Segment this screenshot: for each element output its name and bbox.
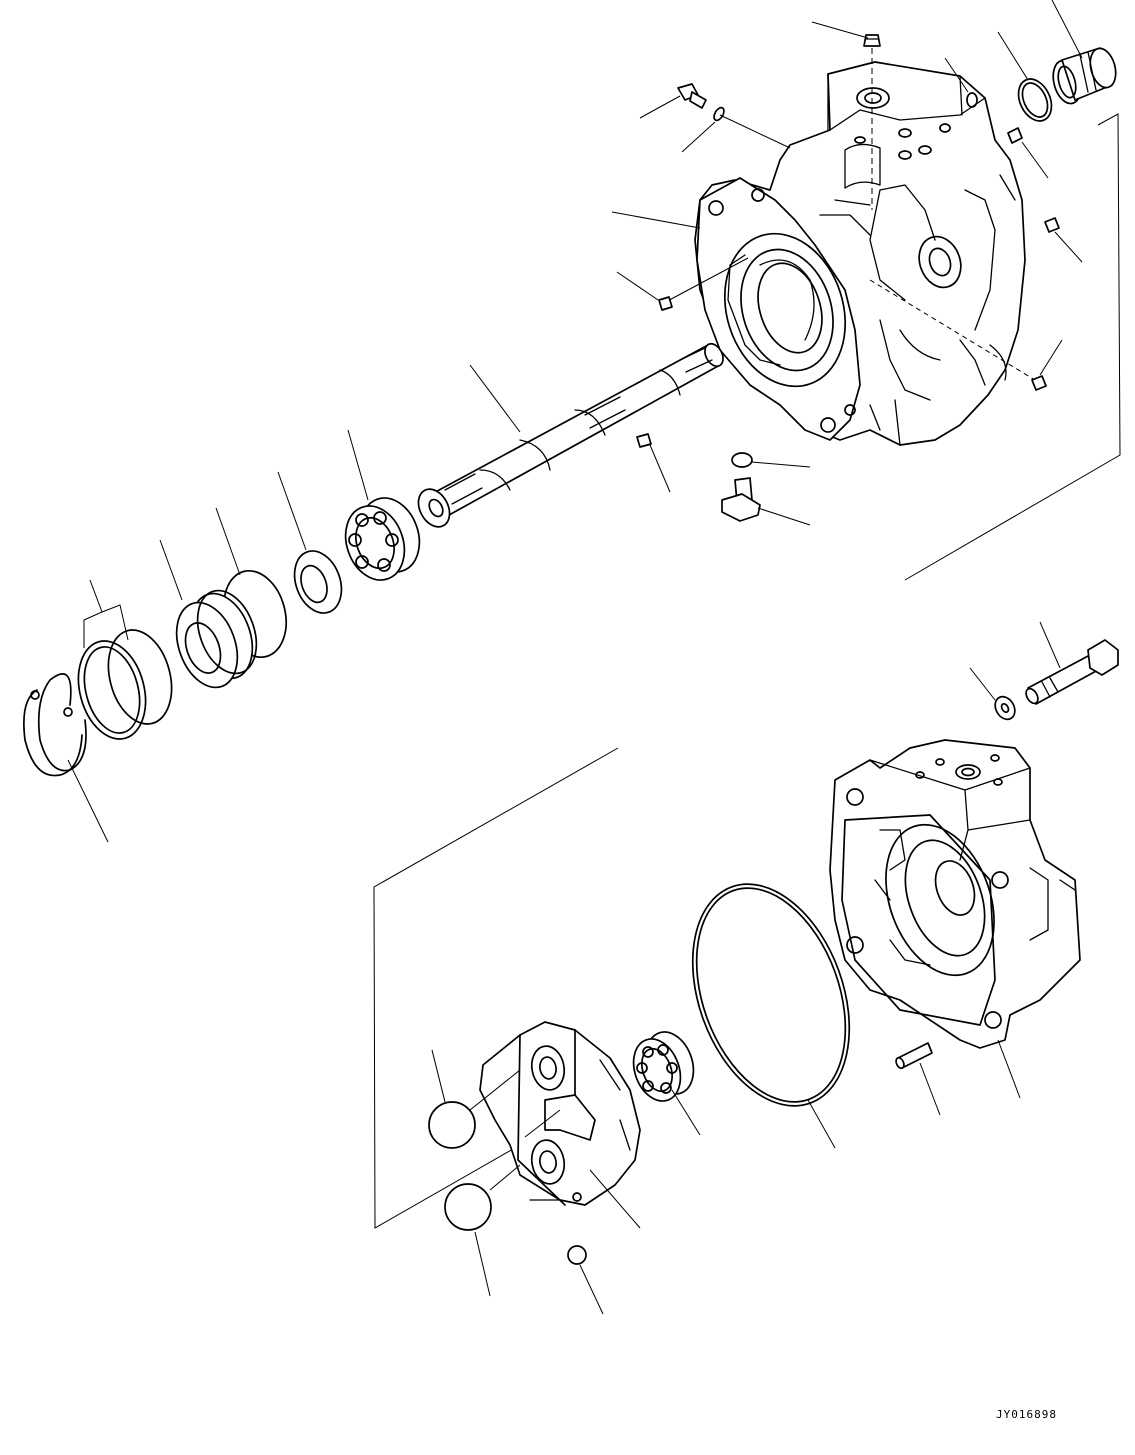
snap-ring-small bbox=[1017, 78, 1053, 122]
drain-oring bbox=[731, 452, 753, 468]
valve-plate-block bbox=[479, 1021, 641, 1206]
side-plug-upper bbox=[1007, 127, 1023, 144]
lower-bolt bbox=[1025, 639, 1119, 705]
retainer-ring-pair bbox=[77, 629, 173, 740]
upper-pump-case bbox=[694, 61, 1026, 446]
leader-lines bbox=[67, 0, 1083, 1315]
top-right-oring bbox=[966, 92, 978, 108]
upper-left-bolt bbox=[677, 83, 707, 109]
check-ball-lower bbox=[444, 1183, 492, 1231]
spacer-ring bbox=[293, 550, 343, 614]
large-oring bbox=[691, 883, 851, 1107]
drain-plug bbox=[721, 477, 761, 522]
top-plug bbox=[863, 34, 881, 47]
ball-bearing-lower bbox=[632, 1031, 695, 1102]
lower-end-cover bbox=[829, 739, 1081, 1049]
ball-bearing-upper bbox=[344, 497, 421, 581]
collar-bushing bbox=[1052, 47, 1117, 105]
upper-left-pin bbox=[713, 106, 725, 122]
lower-pin bbox=[895, 1042, 933, 1070]
side-plug-low bbox=[1031, 375, 1047, 391]
lower-group-bracket bbox=[373, 747, 619, 1229]
circlip bbox=[23, 673, 87, 777]
drawing-reference-code: JY016898 bbox=[996, 1408, 1057, 1421]
check-ball-upper bbox=[428, 1101, 476, 1149]
check-ball-small bbox=[567, 1245, 587, 1265]
flange-plug bbox=[658, 296, 673, 311]
side-plug-mid bbox=[1044, 217, 1060, 233]
oil-seal bbox=[175, 589, 258, 689]
drive-shaft bbox=[417, 342, 724, 528]
lower-flange-plug bbox=[636, 433, 652, 448]
upper-group-bracket bbox=[904, 113, 1121, 581]
bolt-washer bbox=[994, 695, 1016, 721]
